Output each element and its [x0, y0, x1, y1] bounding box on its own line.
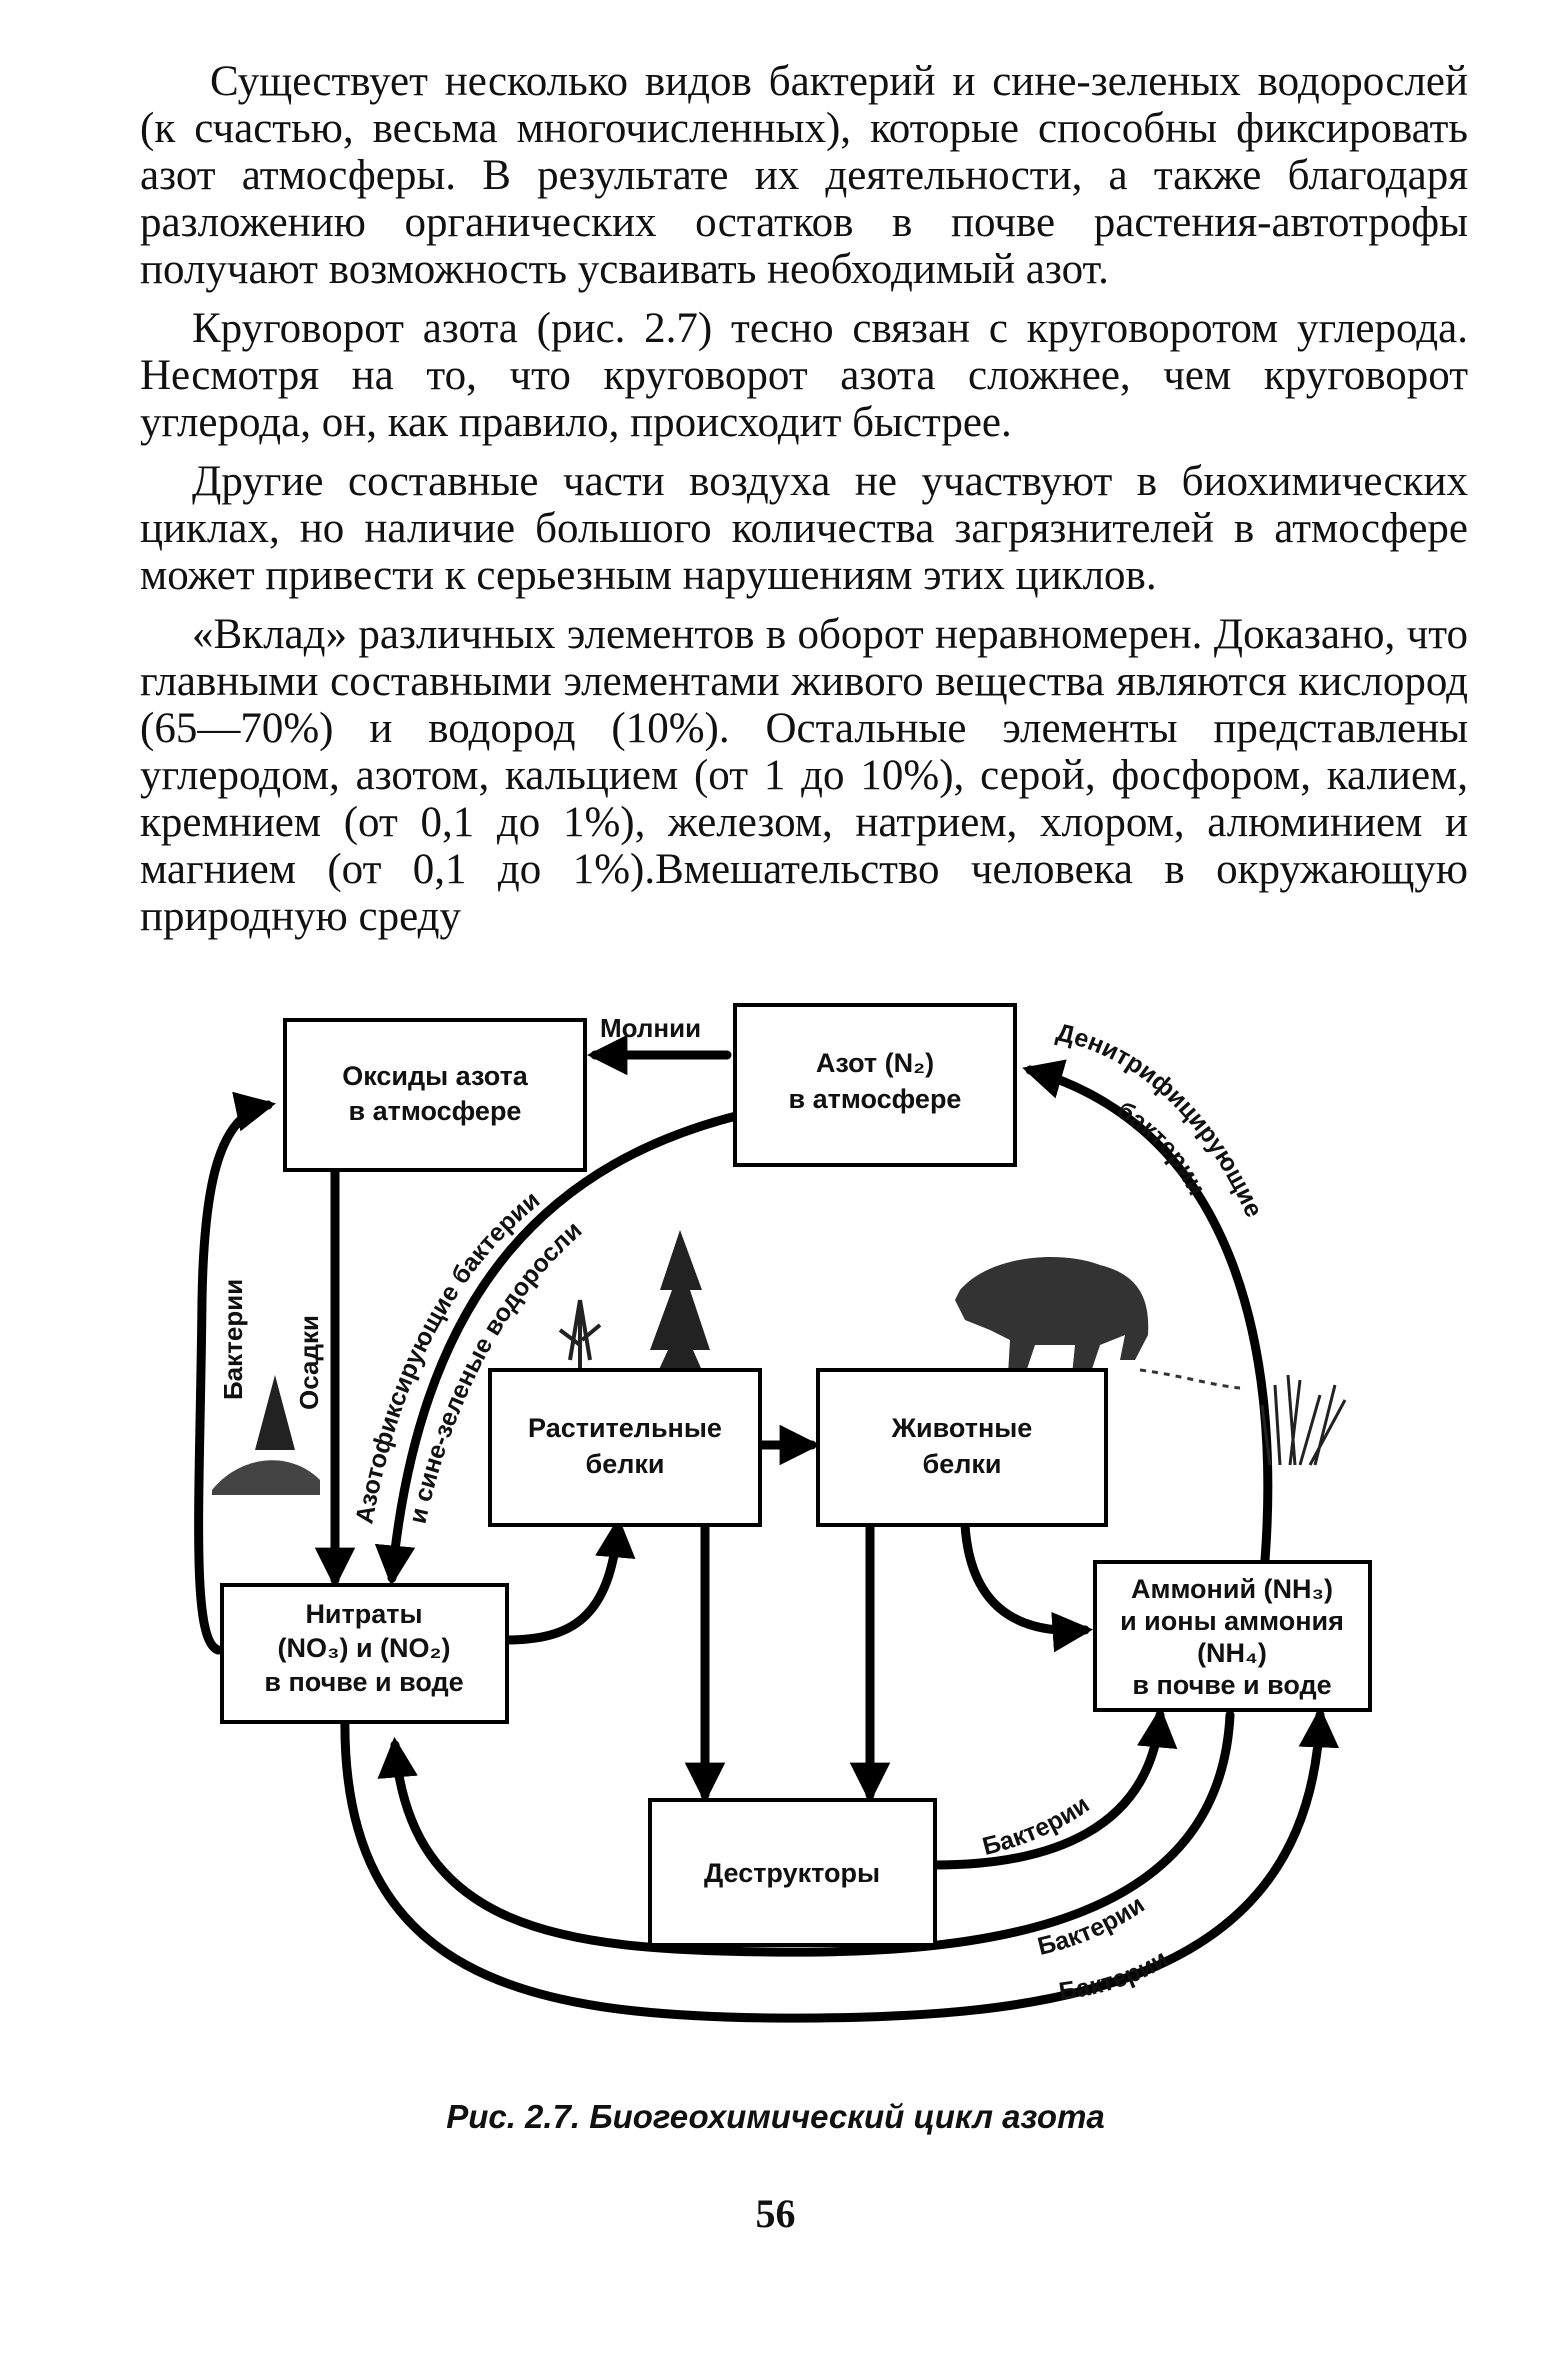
svg-text:Животные: Животные — [891, 1413, 1033, 1443]
svg-text:Растительные: Растительные — [528, 1413, 722, 1443]
bear-illustration — [955, 1257, 1149, 1375]
box-ammonium: Аммоний (NH₃) и ионы аммония (NH₄) в поч… — [1093, 1560, 1372, 1712]
page-number: 56 — [755, 2191, 796, 2236]
svg-text:в атмосфере: в атмосфере — [789, 1084, 962, 1114]
label-denitrifying: Денитрифицирующие — [1054, 1018, 1268, 1221]
box-destructors: Деструкторы — [648, 1798, 937, 1947]
grass-illustration — [1260, 1374, 1347, 1466]
svg-text:Оксиды азота: Оксиды азота — [342, 1061, 529, 1091]
svg-text:Аммоний (NH₃): Аммоний (NH₃) — [1131, 1574, 1333, 1604]
denitrification-arrow — [1022, 1059, 1273, 1565]
svg-text:Азот (N₂): Азот (N₂) — [816, 1048, 934, 1078]
svg-text:и ионы аммония: и ионы аммония — [1120, 1606, 1344, 1636]
svg-text:белки: белки — [586, 1449, 665, 1479]
destructors-to-ammonium-arrow — [930, 1706, 1178, 1870]
box-nitrogen-atmosphere: Азот (N₂) в атмосфере — [733, 1003, 1017, 1167]
shrub-illustration — [558, 1299, 602, 1370]
animal-to-ammonium-arrow — [960, 1520, 1094, 1653]
box-plant-proteins: Растительные белки — [488, 1368, 762, 1527]
svg-text:в почве и воде: в почве и воде — [264, 1667, 463, 1697]
small-tree-illustration — [212, 1375, 320, 1495]
ammonium-to-nitrates-inner-arrow — [377, 1710, 1235, 1957]
box-oxides: Оксиды азота в атмосфере — [283, 1018, 587, 1172]
label-bacteria-vertical: Бактерии — [218, 1279, 248, 1400]
label-lightning: Молнии — [600, 1013, 701, 1043]
svg-text:в почве и воде: в почве и воде — [1132, 1670, 1331, 1700]
nitrates-to-ammonium-outer-arrow — [340, 1706, 1340, 2023]
nitrates-to-oxides-arrow — [194, 1091, 276, 1655]
label-precipitation: Осадки — [294, 1315, 324, 1410]
box-nitrates: Нитраты (NO₃) и (NO₂) в почве и воде — [220, 1583, 509, 1724]
svg-text:в атмосфере: в атмосфере — [349, 1096, 522, 1126]
paragraph: Другие составные части воздуха не участв… — [140, 458, 1468, 599]
nitrates-to-plant-arrow — [500, 1516, 636, 1645]
svg-text:(NO₃) и (NO₂): (NO₃) и (NO₂) — [277, 1633, 450, 1663]
svg-text:Деструкторы: Деструкторы — [704, 1858, 880, 1888]
label-bacteria-3: Бактерии — [1057, 1945, 1173, 2006]
paragraph: Круговорот азота (рис. 2.7) тесно связан… — [140, 305, 1468, 446]
svg-text:(NH₄): (NH₄) — [1197, 1638, 1267, 1668]
svg-text:Нитраты: Нитраты — [305, 1599, 422, 1629]
figure-caption: Рис. 2.7. Биогеохимический цикл азота — [446, 2098, 1105, 2135]
paragraph: «Вклад» различных элементов в оборот нер… — [140, 611, 1468, 940]
fixation-arrow — [374, 1110, 745, 1587]
box-animal-proteins: Животные белки — [816, 1368, 1108, 1527]
svg-text:белки: белки — [923, 1449, 1002, 1479]
paragraph: Существует несколько видов бактерий и си… — [140, 58, 1468, 293]
body-text: Существует несколько видов бактерий и си… — [140, 58, 1468, 952]
